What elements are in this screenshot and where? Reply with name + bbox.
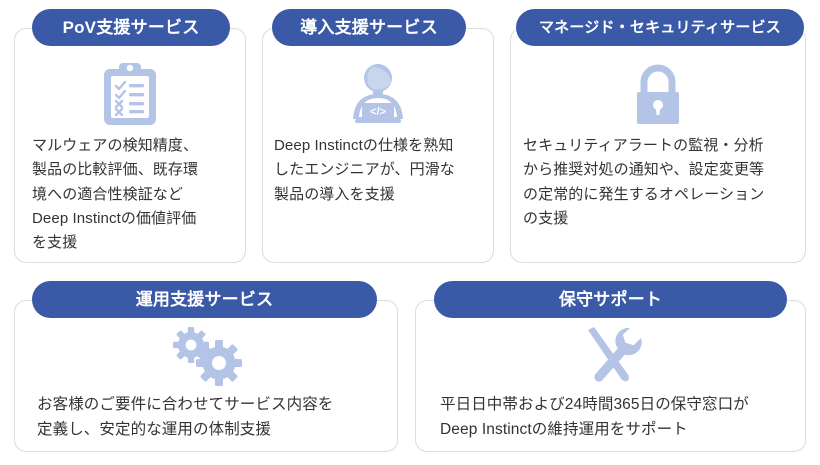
padlock-icon bbox=[510, 58, 806, 130]
badge-deployment-support-service: 導入支援サービス bbox=[272, 9, 466, 46]
badge-managed-security-service: マネージド・セキュリティサービス bbox=[516, 9, 804, 46]
card-body-pov: マルウェアの検知精度、 製品の比較評価、既存環 境への適合性検証など Deep … bbox=[32, 137, 199, 252]
engineer-laptop-icon: </> bbox=[262, 58, 494, 130]
card-body-managed-security: セキュリティアラートの監視・分析 から推奨対処の通知や、設定変更等 の定常的に発… bbox=[523, 137, 765, 227]
gears-icon bbox=[14, 324, 398, 388]
wrench-screwdriver-icon bbox=[415, 324, 806, 388]
card-body-operation-support: お客様のご要件に合わせてサービス内容を 定義し、安定的な運用の体制支援 bbox=[37, 396, 334, 439]
badge-operation-support-service: 運用支援サービス bbox=[32, 281, 377, 318]
card-maintenance-support bbox=[415, 300, 806, 452]
clipboard-checklist-icon bbox=[14, 58, 246, 130]
card-body-deployment: Deep Instinctの仕様を熟知 したエンジニアが、円滑な 製品の導入を支… bbox=[274, 137, 455, 203]
badge-maintenance-support: 保守サポート bbox=[434, 281, 787, 318]
svg-text:</>: </> bbox=[370, 106, 386, 118]
badge-pov-support-service: PoV支援サービス bbox=[32, 9, 230, 46]
card-body-maintenance-support: 平日日中帯および24時間365日の保守窓口が Deep Instinctの維持運… bbox=[440, 396, 749, 439]
